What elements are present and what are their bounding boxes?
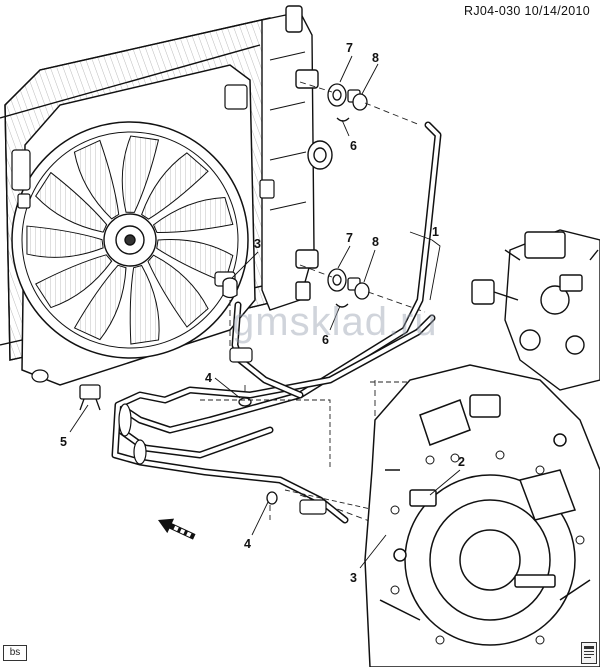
document-icon [581, 642, 597, 664]
callout-7-upper: 7 [346, 41, 353, 55]
transmission-case [364, 364, 600, 667]
radiator-side-tank [261, 5, 333, 311]
fan-blade [35, 171, 108, 233]
callout-4-lower: 4 [244, 537, 251, 551]
callout-5: 5 [60, 435, 67, 449]
figure-date: 10/14/2010 [524, 4, 590, 18]
fan-blade [121, 135, 160, 213]
lower-cooler-fitting [327, 268, 370, 308]
tube-clamps [118, 347, 327, 515]
transmission-bolts [390, 450, 585, 645]
watermark-text: gmsklad.ru [232, 300, 438, 344]
callout-labels: 7 8 6 1 3 7 8 6 4 5 2 4 3 [60, 41, 465, 585]
front-direction-arrow-icon [158, 518, 196, 540]
callout-6-upper: 6 [350, 139, 357, 153]
fan-blade [35, 254, 113, 309]
figure-id: RJ04-030 [464, 4, 521, 18]
fan-blade [147, 254, 209, 328]
fan-hub [103, 213, 157, 267]
engine-components [471, 229, 600, 391]
fan-blade [152, 196, 234, 233]
fan-blade [141, 152, 209, 220]
fan-connector [11, 84, 275, 209]
fan-blade [73, 264, 127, 341]
callout-leaders [69, 55, 461, 569]
fan-blade [73, 139, 120, 220]
fan-blade [26, 225, 104, 258]
callout-7-lower: 7 [346, 231, 353, 245]
cooling-fan-blades [26, 135, 234, 345]
callout-3-upper: 3 [254, 237, 261, 251]
callout-6-lower: 6 [322, 333, 329, 347]
upper-cooler-fitting [327, 83, 368, 122]
callout-4-upper: 4 [205, 371, 212, 385]
callout-8-lower: 8 [372, 235, 379, 249]
callout-3-lower: 3 [350, 571, 357, 585]
callout-8-upper: 8 [372, 51, 379, 65]
callout-1: 1 [432, 225, 439, 239]
figure-header: RJ04-030 10/14/2010 [464, 4, 590, 18]
callout-2: 2 [458, 455, 465, 469]
fan-blade [129, 264, 160, 345]
corner-tag: bs [3, 645, 27, 661]
